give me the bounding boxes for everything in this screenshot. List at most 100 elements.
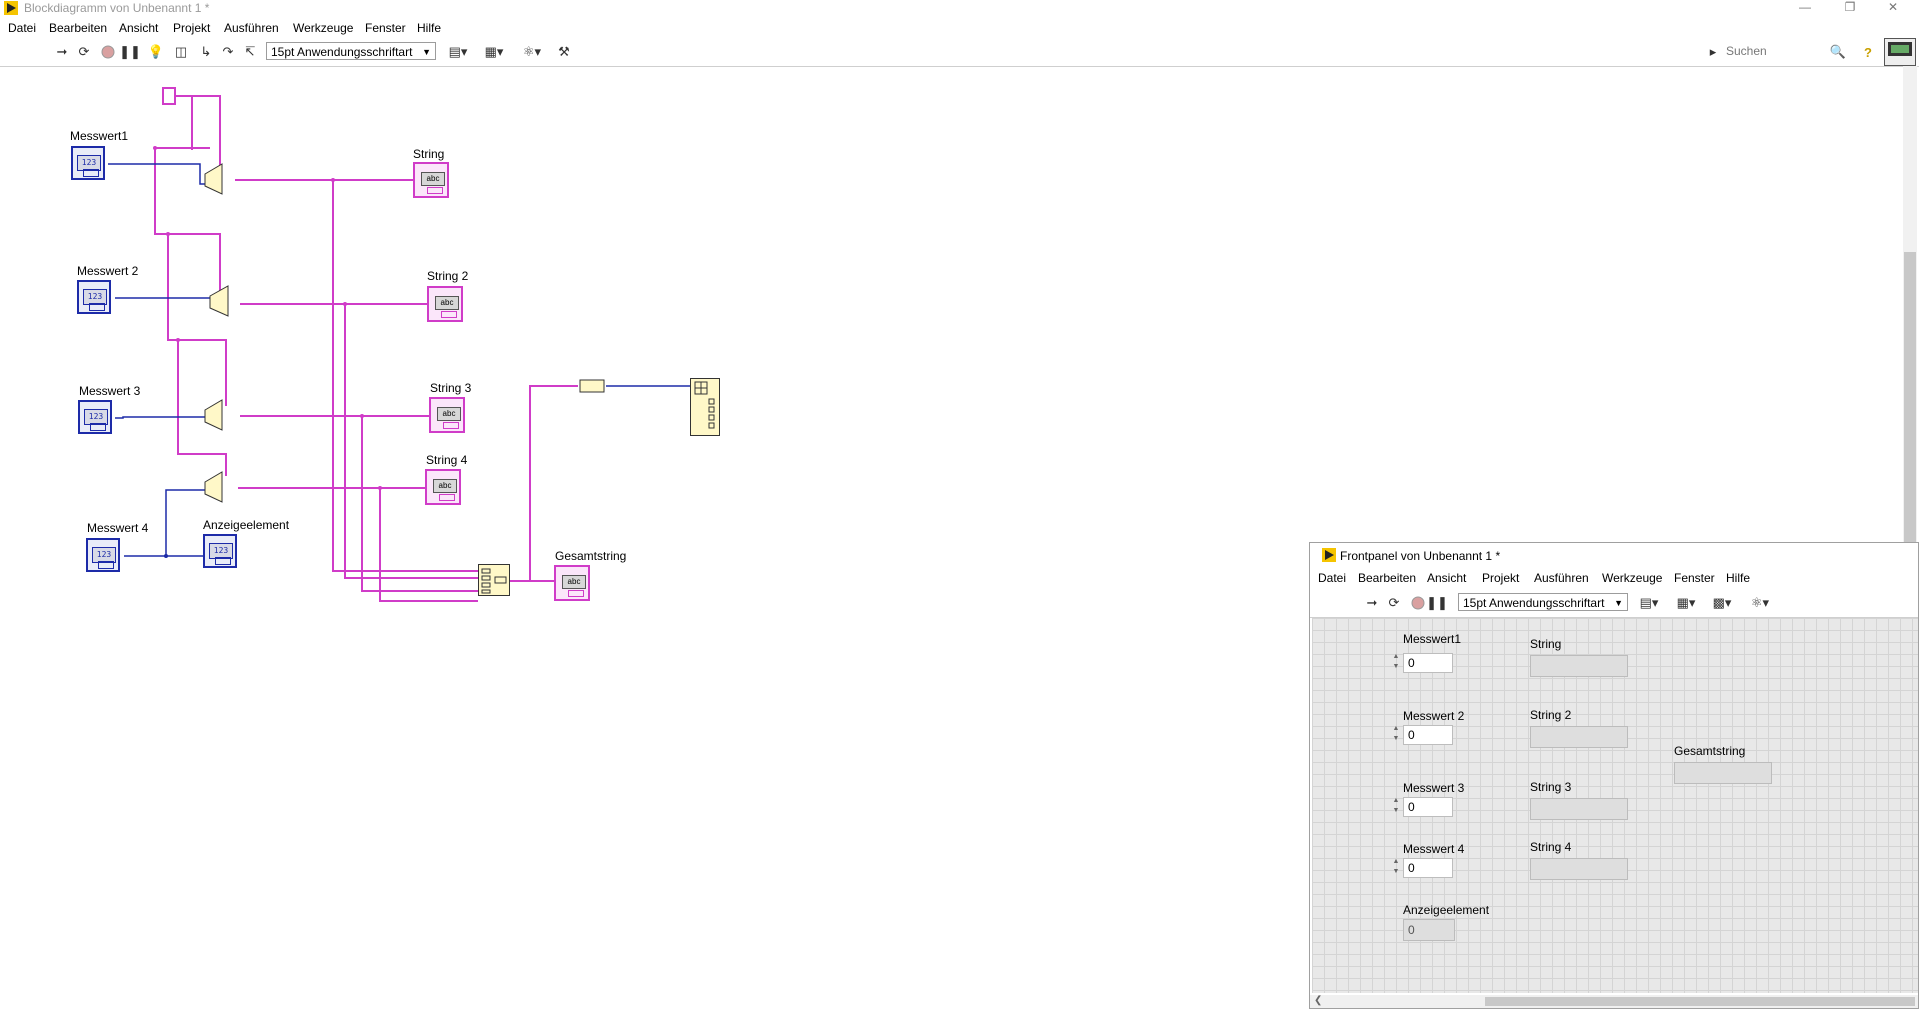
fp-menu-ausfuehren[interactable]: Ausführen bbox=[1534, 571, 1589, 585]
terminal-foot bbox=[98, 561, 114, 569]
search-icon[interactable]: 🔍 bbox=[1829, 44, 1847, 59]
retain-wire-values-icon[interactable]: ◫ bbox=[174, 44, 188, 59]
vi-icon[interactable] bbox=[1884, 38, 1916, 66]
fp-menu-fenster[interactable]: Fenster bbox=[1674, 571, 1715, 585]
toolbar: ➞ ⟳ ❚❚ 💡 ◫ ↳ ↷ ↸ 15pt Anwendungsschrifta… bbox=[0, 38, 1919, 67]
anzeigeelement-indicator-terminal[interactable]: 123 bbox=[203, 534, 237, 568]
fp-gesamtstring-indicator bbox=[1674, 762, 1772, 784]
distribute-objects-icon[interactable]: ▦▾ bbox=[484, 44, 504, 59]
run-continuously-icon[interactable]: ⟳ bbox=[1388, 595, 1400, 610]
fp-font-select[interactable]: 15pt Anwendungsschriftart ▼ bbox=[1458, 593, 1628, 611]
menu-fenster[interactable]: Fenster bbox=[365, 21, 406, 35]
wires bbox=[108, 87, 690, 602]
abort-icon[interactable] bbox=[1408, 593, 1428, 613]
fp-menu-bearbeiten[interactable]: Bearbeiten bbox=[1358, 571, 1417, 585]
increment-decrement-icon[interactable]: ▲▼ bbox=[1392, 653, 1400, 670]
run-continuously-icon[interactable]: ⟳ bbox=[78, 44, 90, 59]
messwert2-control-terminal[interactable]: 123 bbox=[77, 280, 111, 314]
scrollbar-thumb[interactable] bbox=[1904, 252, 1916, 542]
chevron-down-icon: ▼ bbox=[422, 47, 431, 57]
block-diagram-canvas[interactable]: Messwert1 123 Messwert 2 123 Messwert 3 … bbox=[0, 66, 1900, 1009]
increment-decrement-icon[interactable]: ▲▼ bbox=[1392, 858, 1400, 875]
messwert4-label: Messwert 4 bbox=[87, 521, 149, 535]
messwert4-control-terminal[interactable]: 123 bbox=[86, 538, 120, 572]
string-glyph: abc bbox=[562, 575, 586, 589]
string-glyph: abc bbox=[435, 296, 459, 310]
fp-string4-label: String 4 bbox=[1530, 840, 1572, 854]
window-titlebar: Blockdiagramm von Unbenannt 1 * — ❐ ✕ bbox=[0, 0, 1919, 18]
fp-messwert2-input[interactable]: 0 bbox=[1403, 725, 1453, 745]
menu-bearbeiten[interactable]: Bearbeiten bbox=[49, 21, 108, 35]
fp-string3-label: String 3 bbox=[1530, 780, 1572, 794]
font-select[interactable]: 15pt Anwendungsschriftart ▼ bbox=[266, 42, 436, 60]
string1-label: String bbox=[413, 147, 445, 161]
menu-projekt[interactable]: Projekt bbox=[173, 21, 211, 35]
fp-messwert3-input[interactable]: 0 bbox=[1403, 797, 1453, 817]
scrollbar-thumb[interactable] bbox=[1485, 997, 1915, 1006]
string4-indicator-terminal[interactable]: abc bbox=[425, 469, 461, 505]
distribute-objects-icon[interactable]: ▦▾ bbox=[1676, 595, 1696, 610]
pause-icon[interactable]: ❚❚ bbox=[1426, 595, 1448, 610]
fp-menu-hilfe[interactable]: Hilfe bbox=[1726, 571, 1751, 585]
messwert1-control-terminal[interactable]: 123 bbox=[71, 146, 105, 180]
minimize-button[interactable]: — bbox=[1799, 0, 1811, 14]
font-select-label: 15pt Anwendungsschriftart bbox=[271, 45, 413, 59]
pause-icon[interactable]: ❚❚ bbox=[119, 44, 141, 59]
terminal-foot bbox=[439, 494, 455, 501]
fp-messwert1-input[interactable]: 0 bbox=[1403, 653, 1453, 673]
fp-menu-werkzeuge[interactable]: Werkzeuge bbox=[1602, 571, 1663, 585]
step-out-icon[interactable]: ↸ bbox=[244, 44, 256, 59]
concatenate-strings-node[interactable] bbox=[478, 564, 510, 596]
menu-werkzeuge[interactable]: Werkzeuge bbox=[293, 21, 354, 35]
restore-button[interactable]: ❐ bbox=[1844, 0, 1856, 14]
frontpanel-toolbar: ➞ ⟳ ❚❚ 15pt Anwendungsschriftart ▼ ▤▾ ▦▾… bbox=[1310, 589, 1918, 618]
step-over-icon[interactable]: ↷ bbox=[222, 44, 234, 59]
menu-datei[interactable]: Datei bbox=[8, 21, 37, 35]
highlight-execution-icon[interactable]: 💡 bbox=[147, 44, 165, 59]
frontpanel-menubar: Datei Bearbeiten Ansicht Projekt Ausführ… bbox=[1310, 567, 1918, 589]
reorder-icon[interactable]: ⚛▾ bbox=[1750, 595, 1770, 610]
clean-up-diagram-icon[interactable]: ⚒ bbox=[558, 44, 570, 59]
menu-ansicht[interactable]: Ansicht bbox=[119, 21, 159, 35]
messwert1-label: Messwert1 bbox=[70, 129, 129, 143]
search-expand-icon[interactable]: ▸ bbox=[1709, 44, 1717, 59]
string2-indicator-terminal[interactable]: abc bbox=[427, 286, 463, 322]
search-input[interactable]: Suchen bbox=[1726, 44, 1767, 58]
string3-label: String 3 bbox=[430, 381, 472, 395]
array-table-node[interactable] bbox=[690, 378, 720, 436]
resize-objects-icon[interactable]: ▩▾ bbox=[1712, 595, 1732, 610]
menu-hilfe[interactable]: Hilfe bbox=[417, 21, 442, 35]
align-objects-icon[interactable]: ▤▾ bbox=[1639, 595, 1659, 610]
horizontal-scrollbar[interactable]: ❮ bbox=[1310, 995, 1918, 1008]
terminal-foot bbox=[441, 311, 457, 318]
string1-indicator-terminal[interactable]: abc bbox=[413, 162, 449, 198]
fp-messwert4-label: Messwert 4 bbox=[1403, 842, 1465, 856]
string3-indicator-terminal[interactable]: abc bbox=[429, 397, 465, 433]
help-icon[interactable]: ? bbox=[1864, 44, 1872, 60]
fp-menu-datei[interactable]: Datei bbox=[1318, 571, 1347, 585]
run-arrow-icon[interactable]: ➞ bbox=[56, 44, 68, 59]
run-arrow-icon[interactable]: ➞ bbox=[1366, 595, 1378, 610]
gesamtstring-indicator-terminal[interactable]: abc bbox=[554, 565, 590, 601]
frontpanel-canvas[interactable]: Messwert1 ▲▼ 0 Messwert 2 ▲▼ 0 Messwert … bbox=[1312, 618, 1918, 993]
increment-decrement-icon[interactable]: ▲▼ bbox=[1392, 725, 1400, 742]
increment-decrement-icon[interactable]: ▲▼ bbox=[1392, 797, 1400, 814]
messwert2-label: Messwert 2 bbox=[77, 264, 139, 278]
step-into-icon[interactable]: ↳ bbox=[200, 44, 212, 59]
align-objects-icon[interactable]: ▤▾ bbox=[448, 44, 468, 59]
fp-menu-projekt[interactable]: Projekt bbox=[1482, 571, 1520, 585]
abort-icon[interactable] bbox=[98, 42, 118, 62]
reorder-icon[interactable]: ⚛▾ bbox=[522, 44, 542, 59]
fp-string1-indicator bbox=[1530, 655, 1628, 677]
messwert3-control-terminal[interactable]: 123 bbox=[78, 400, 112, 434]
scroll-left-icon[interactable]: ❮ bbox=[1314, 995, 1323, 1006]
fp-menu-ansicht[interactable]: Ansicht bbox=[1427, 571, 1467, 585]
close-button[interactable]: ✕ bbox=[1887, 0, 1899, 14]
fp-messwert4-input[interactable]: 0 bbox=[1403, 858, 1453, 878]
fp-string4-indicator bbox=[1530, 858, 1628, 880]
menu-ausfuehren[interactable]: Ausführen bbox=[224, 21, 279, 35]
frontpanel-window: Frontpanel von Unbenannt 1 * Datei Bearb… bbox=[1309, 542, 1919, 1009]
string-glyph: abc bbox=[437, 407, 461, 421]
string2-label: String 2 bbox=[427, 269, 469, 283]
gesamtstring-label: Gesamtstring bbox=[555, 549, 627, 563]
